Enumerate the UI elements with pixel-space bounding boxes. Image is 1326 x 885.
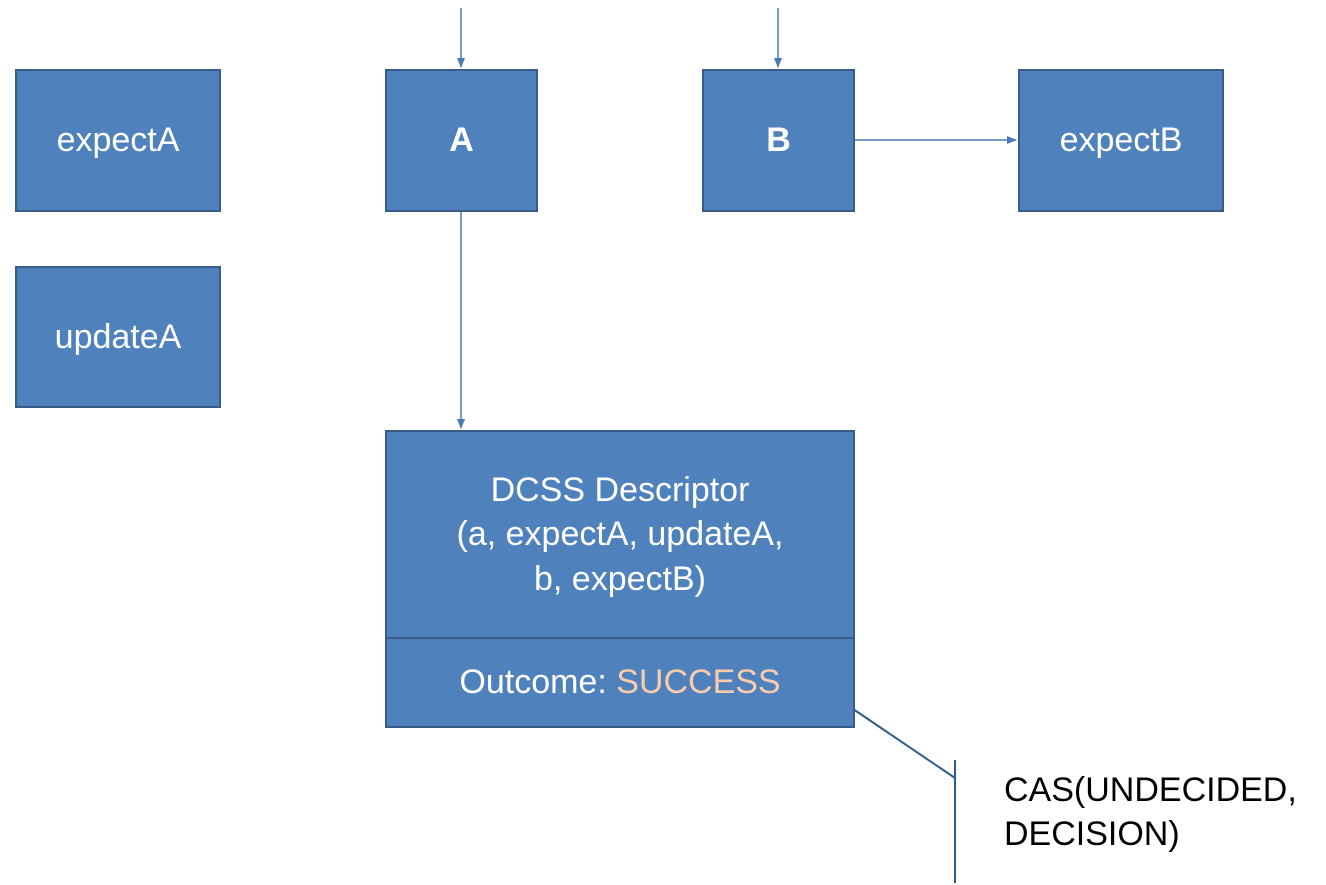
A-label: A	[449, 121, 474, 160]
descriptor-outcome-row: Outcome: SUCCESS	[387, 639, 853, 726]
dcss-descriptor-box: DCSS Descriptor (a, expectA, updateA, b,…	[385, 430, 855, 728]
updateA-label: updateA	[54, 317, 182, 356]
A-box: A	[385, 69, 538, 212]
expectB-box: expectB	[1018, 69, 1224, 212]
expectA-label: expectA	[56, 121, 180, 160]
outcome-label: Outcome:	[459, 663, 617, 701]
cas-callout-line2: DECISION)	[1004, 815, 1180, 854]
descriptor-params-line2: b, expectB)	[534, 559, 706, 598]
cas-callout-text: CAS(UNDECIDED, DECISION)	[1004, 768, 1297, 856]
descriptor-title: DCSS Descriptor	[490, 471, 750, 510]
descriptor-params-line1: (a, expectA, updateA,	[456, 515, 784, 554]
updateA-box: updateA	[15, 266, 221, 408]
outcome-value: SUCCESS	[616, 663, 781, 701]
B-label: B	[766, 121, 791, 160]
descriptor-header: DCSS Descriptor (a, expectA, updateA, b,…	[387, 432, 853, 639]
cas-callout-line1: CAS(UNDECIDED,	[1004, 771, 1297, 809]
expectA-box: expectA	[15, 69, 221, 212]
expectB-label: expectB	[1059, 121, 1183, 160]
B-box: B	[702, 69, 855, 212]
